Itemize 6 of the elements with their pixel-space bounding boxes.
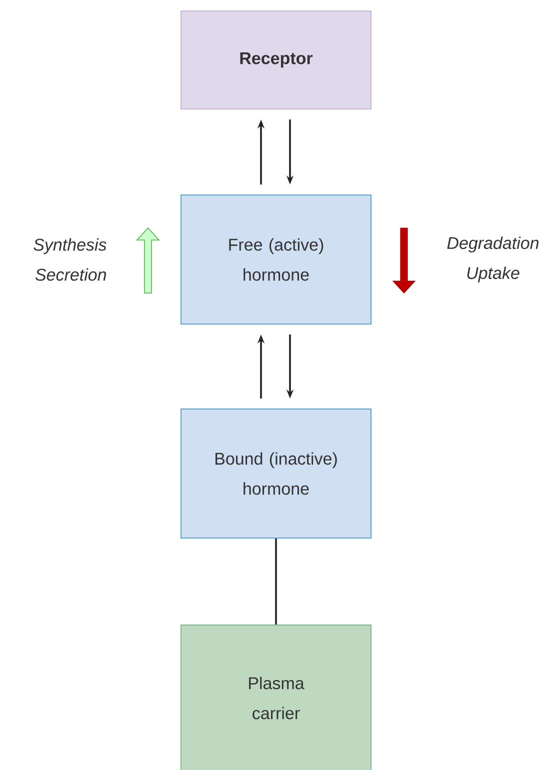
side-label: Degradation Uptake (447, 236, 539, 282)
process-box: Bound (inactive) hormone (180, 408, 372, 538)
side-label: Synthesis Secretion (34, 238, 106, 281)
process-box: Receptor (180, 10, 372, 110)
process-box: Free (active) hormone (180, 194, 372, 324)
process-box: Plasma carrier (180, 624, 372, 770)
